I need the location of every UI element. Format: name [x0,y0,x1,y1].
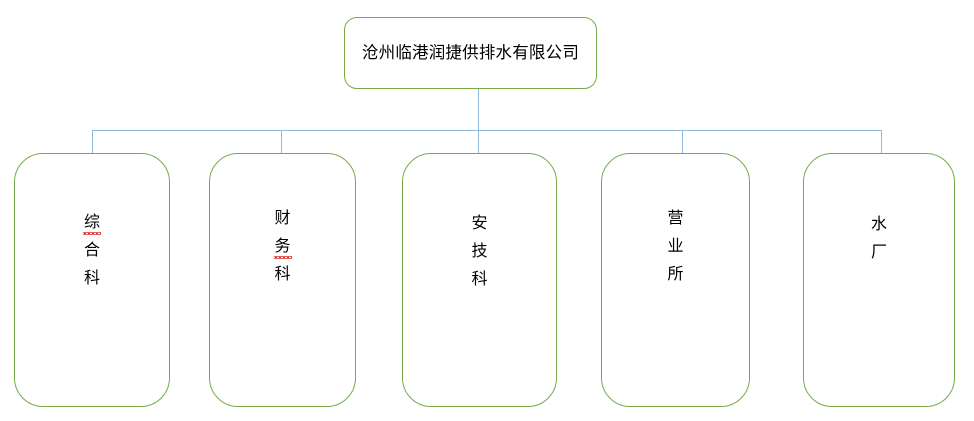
org-node-char: 合 [84,240,101,259]
connector-drop-child-5 [881,130,883,154]
org-node-char: 技 [471,241,488,260]
org-node-char: 厂 [871,242,888,261]
org-node-root-label: 沧州临港润捷供排水有限公司 [361,42,580,62]
connector-drop-child-3 [478,130,480,154]
org-node-yingye-suo[interactable]: 营业所 [601,153,750,407]
org-node-child-5-label: 水厂 [871,210,887,406]
org-node-root[interactable]: 沧州临港润捷供排水有限公司 [344,17,597,89]
connector-root-stem [478,89,480,131]
org-node-char: 财 [274,208,291,227]
connector-drop-child-4 [682,130,684,154]
connector-drop-child-2 [281,130,283,154]
org-node-char-spellcheck: 务 [273,232,292,260]
org-node-char: 业 [667,236,684,255]
org-node-char: 安 [471,213,488,232]
org-node-char: 所 [667,264,684,283]
connector-drop-child-1 [92,130,94,154]
org-node-char: 营 [667,208,684,227]
org-node-child-2-label: 财务科 [273,204,292,406]
org-node-char: 科 [84,268,101,287]
org-node-child-4-label: 营业所 [668,204,684,406]
org-node-anji-ke[interactable]: 安技科 [402,153,557,407]
org-node-shui-chang[interactable]: 水厂 [803,153,955,407]
org-node-child-1-label: 综合科 [82,208,102,406]
org-node-char: 科 [471,269,488,288]
org-node-child-3-label: 安技科 [472,209,488,406]
org-node-char-spellcheck: 综 [82,208,102,236]
org-node-caiwu-ke[interactable]: 财务科 [209,153,356,407]
connector-horizontal-bus [92,130,882,132]
org-node-zonghe-ke[interactable]: 综合科 [14,153,170,407]
org-node-char: 水 [871,214,888,233]
org-node-char: 科 [274,264,291,283]
